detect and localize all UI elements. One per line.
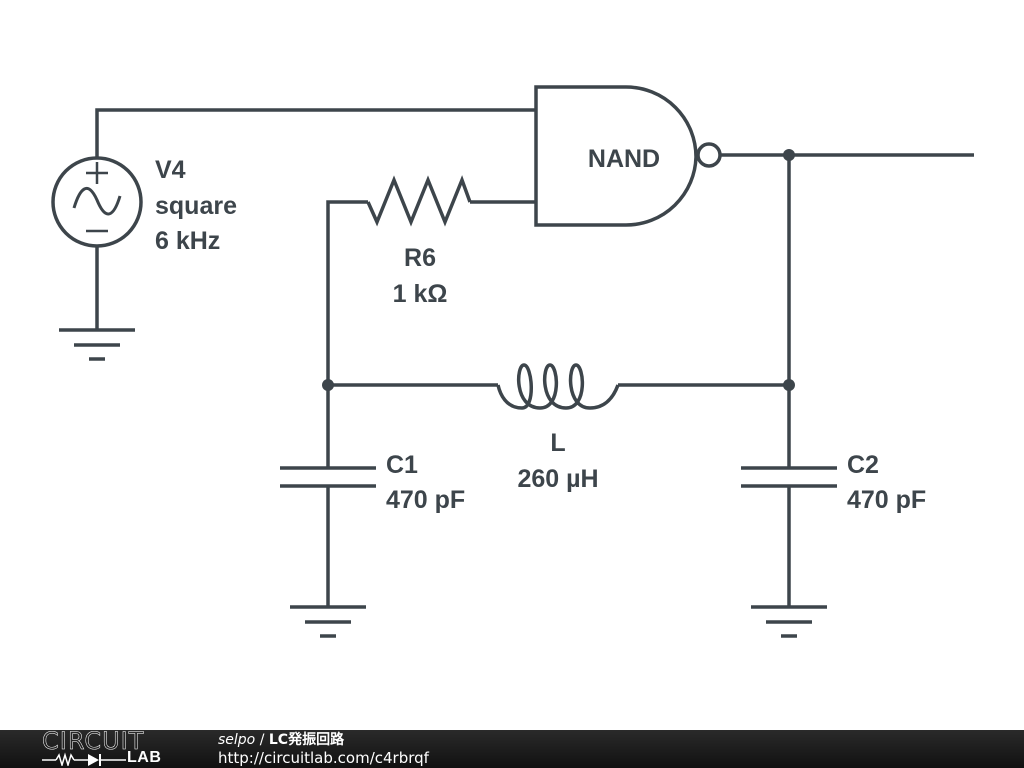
capacitor-c1-icon[interactable] xyxy=(280,466,376,488)
junction-left-node xyxy=(322,379,334,391)
resistor-value-label: 1 kΩ xyxy=(393,280,448,308)
sine-wave-icon xyxy=(72,186,122,216)
junction-right-node xyxy=(783,379,795,391)
author-link[interactable]: selpo xyxy=(218,732,256,748)
ground-icon-source xyxy=(59,328,135,361)
footer-bar: CIRCUIT LAB selpo / LC発振回路 http://circui… xyxy=(0,727,1024,768)
c2-value-label: 470 pF xyxy=(847,486,926,514)
voltage-source-v4[interactable] xyxy=(51,156,143,248)
c2-name-label: C2 xyxy=(847,451,879,479)
logo-lab-text: LAB xyxy=(127,749,162,766)
circuitlab-logo[interactable]: CIRCUIT LAB xyxy=(42,727,177,767)
title-separator: / xyxy=(255,732,269,748)
source-type-label: square xyxy=(155,192,237,220)
logo-circuit-text: CIRCUIT xyxy=(42,727,145,755)
c1-name-label: C1 xyxy=(386,451,418,479)
footer-title-line: selpo / LC発振回路 xyxy=(218,732,344,748)
c1-value-label: 470 pF xyxy=(386,486,465,514)
inductor-name-label: L xyxy=(550,429,565,457)
source-name-label: V4 xyxy=(155,156,186,184)
ground-icon-c1 xyxy=(290,605,366,638)
nand-inversion-bubble-icon xyxy=(696,142,722,168)
nand-gate[interactable] xyxy=(534,85,722,227)
nand-gate-body-icon xyxy=(534,85,698,227)
junction-output xyxy=(783,149,795,161)
capacitor-c2-icon[interactable] xyxy=(741,466,837,488)
schematic-canvas: V4 square 6 kHz R6 1 kΩ NAND L 260 µH C1… xyxy=(51,85,974,638)
inductor-l-icon[interactable] xyxy=(496,363,620,410)
source-value-label: 6 kHz xyxy=(155,227,220,255)
wires xyxy=(95,108,974,607)
circuit-title[interactable]: LC発振回路 xyxy=(268,732,345,748)
wire-source-to-nand-in1 xyxy=(95,108,536,158)
circuit-url-link[interactable]: http://circuitlab.com/c4rbrqf xyxy=(218,749,429,767)
resistor-r6-icon[interactable] xyxy=(366,175,472,227)
nand-gate-label: NAND xyxy=(588,145,660,173)
ground-icon-c2 xyxy=(751,605,827,638)
source-circle-icon xyxy=(51,156,143,248)
wire-resistor-to-left-node xyxy=(326,200,368,385)
inductor-value-label: 260 µH xyxy=(517,465,598,493)
resistor-name-label: R6 xyxy=(404,244,436,272)
resistor-diode-logo-icon xyxy=(42,752,126,766)
